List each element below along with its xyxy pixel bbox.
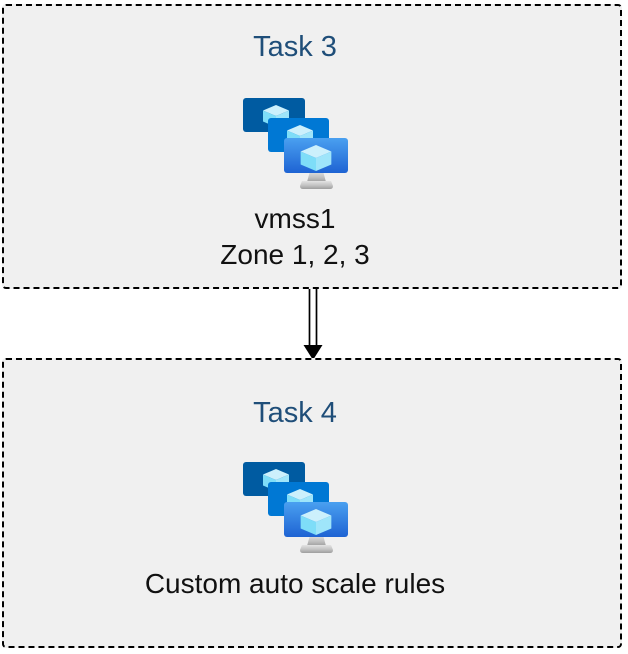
task-3-label: vmss1 Zone 1, 2, 3 (220, 201, 369, 273)
vmss-name: vmss1 (254, 203, 336, 234)
task-3-title: Task 3 (253, 31, 337, 63)
task-4-label: Custom auto scale rules (145, 566, 445, 602)
vmss-icon (243, 462, 348, 553)
vmss-icon (243, 98, 348, 189)
autoscale-label: Custom auto scale rules (144, 568, 446, 599)
task-4-box: Task 4 Custom auto scale rules (2, 358, 622, 648)
task-3-box: Task 3 vmss1 Zone 1, 2, 3 (2, 4, 622, 289)
task-4-title: Task 4 (253, 397, 337, 429)
down-arrow-icon (303, 289, 323, 360)
zone-label: Zone 1, 2, 3 (220, 239, 370, 270)
